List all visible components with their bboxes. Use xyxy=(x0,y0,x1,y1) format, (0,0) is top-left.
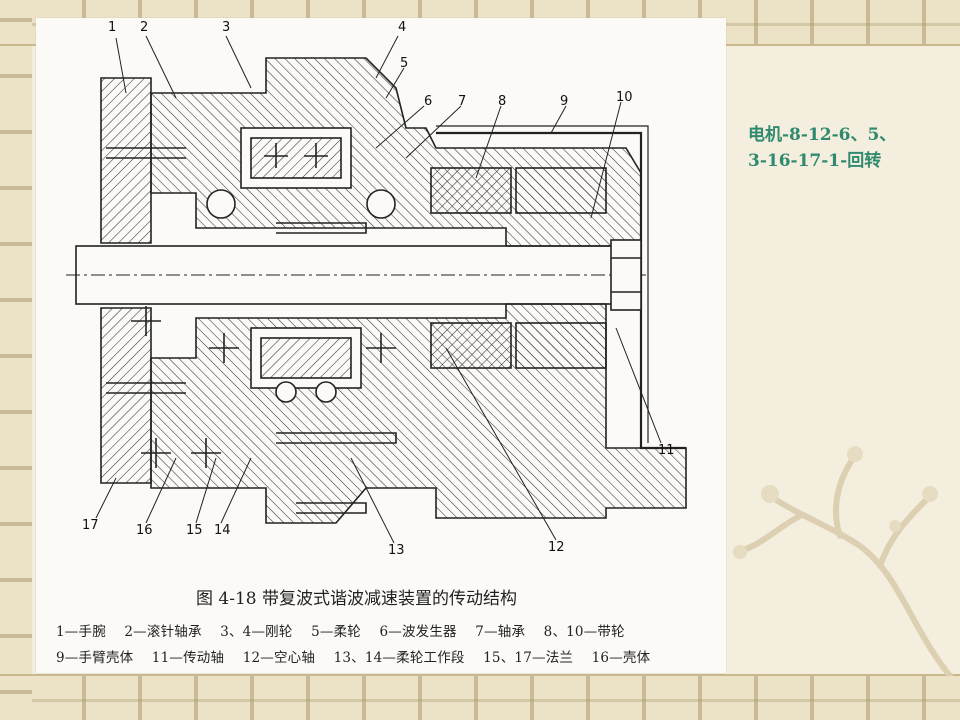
part-label-11: 11 xyxy=(658,443,675,458)
part-label-9: 9 xyxy=(560,94,569,109)
part-label-17: 17 xyxy=(82,518,99,533)
part-label-2: 2 xyxy=(140,20,149,35)
legend-item: 5—柔轮 xyxy=(311,624,361,640)
plum-blossom-decoration xyxy=(733,446,953,676)
part-label-4: 4 xyxy=(398,20,407,35)
legend-item: 6—波发生器 xyxy=(379,624,457,640)
note-line-1: 电机-8-12-6、5、 xyxy=(748,125,897,145)
mechanical-drawing-figure: 1 2 3 4 5 6 7 8 9 10 11 12 13 14 15 16 1… xyxy=(36,18,726,673)
legend-item: 7—轴承 xyxy=(475,624,526,640)
border-divider-bottom xyxy=(0,674,960,676)
legend-item: 8、10—带轮 xyxy=(543,624,625,640)
legend-item: 16—壳体 xyxy=(591,650,651,666)
decorative-border-left xyxy=(0,0,32,720)
legend-item: 9—手臂壳体 xyxy=(56,650,134,666)
harmonic-reducer-cross-section xyxy=(66,35,687,544)
legend-line-1: 1—手腕 2—滚针轴承 3、4—刚轮 5—柔轮 6—波发生器 7—轴承 8、10… xyxy=(56,620,639,640)
part-label-14: 14 xyxy=(214,523,231,538)
decorative-border-bottom xyxy=(0,676,960,720)
legend-item: 2—滚针轴承 xyxy=(124,624,202,640)
legend-item: 15、17—法兰 xyxy=(483,650,574,666)
legend-line-2: 9—手臂壳体 11—传动轴 12—空心轴 13、14—柔轮工作段 15、17—法… xyxy=(56,646,664,666)
part-label-7: 7 xyxy=(458,94,467,109)
part-label-10: 10 xyxy=(616,90,633,105)
figure-caption: 图 4-18 带复波式谐波减速装置的传动结构 xyxy=(196,589,517,609)
part-label-13: 13 xyxy=(388,543,405,558)
legend-item: 3、4—刚轮 xyxy=(220,624,293,640)
legend-item: 11—传动轴 xyxy=(151,650,225,666)
part-label-1: 1 xyxy=(108,20,117,35)
part-label-16: 16 xyxy=(136,523,153,538)
part-label-8: 8 xyxy=(498,94,507,109)
legend-item: 13、14—柔轮工作段 xyxy=(333,650,465,666)
part-label-3: 3 xyxy=(222,20,231,35)
part-label-6: 6 xyxy=(424,94,433,109)
transmission-path-note: 电机-8-12-6、5、 3-16-17-1-回转 xyxy=(748,122,938,174)
legend-item: 12—空心轴 xyxy=(242,650,316,666)
note-line-2: 3-16-17-1-回转 xyxy=(748,151,882,171)
part-label-12: 12 xyxy=(548,540,565,555)
part-label-5: 5 xyxy=(400,56,409,71)
legend-item: 1—手腕 xyxy=(56,624,106,640)
part-label-15: 15 xyxy=(186,523,203,538)
